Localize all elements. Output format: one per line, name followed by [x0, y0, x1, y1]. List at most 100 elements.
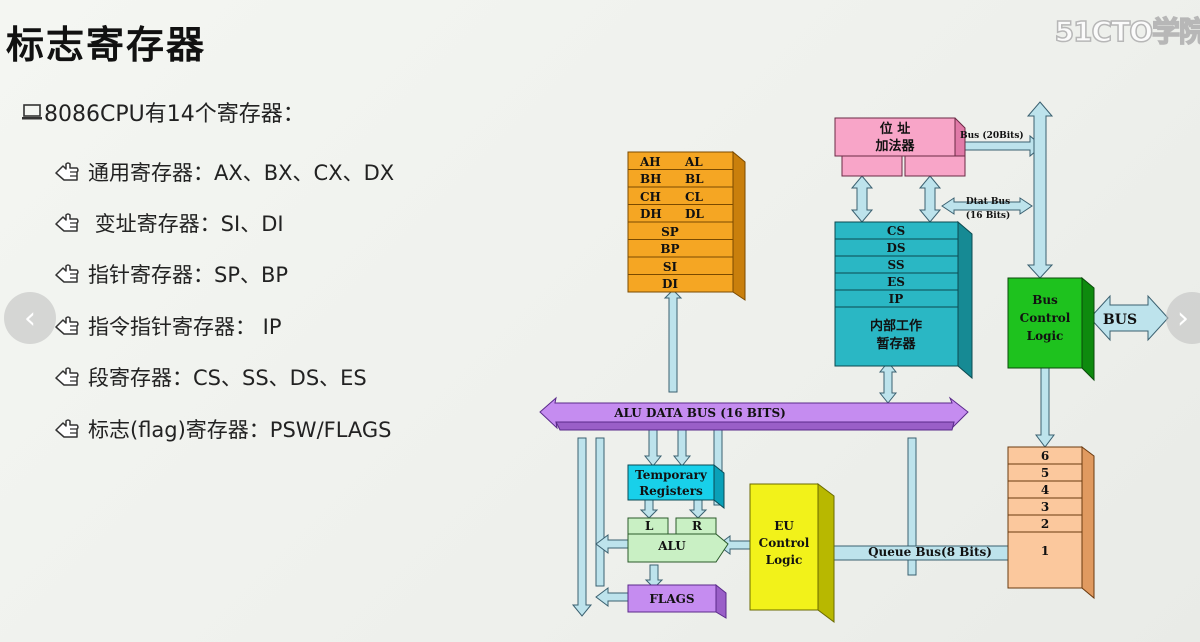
temporary-registers-block: Temporary Registers: [627, 463, 725, 510]
reg-bp: BP: [660, 242, 679, 256]
register-list: 通用寄存器：AX、BX、CX、DX 变址寄存器：SI、DI 指针寄存器：SP、B…: [54, 146, 394, 454]
list-item: 标志(flag)寄存器：PSW/FLAGS: [54, 403, 394, 454]
eu-control-2: Control: [759, 536, 810, 550]
reg-bl: BL: [685, 172, 704, 186]
reg-di: DI: [662, 277, 678, 291]
address-adder-block: 位 址 加法器: [834, 117, 966, 177]
gp-to-bus-arrow: [663, 289, 683, 393]
pointing-hand-icon: [55, 367, 79, 386]
reg-al: AL: [684, 155, 703, 169]
item-text: 指令指针寄存器： IP: [88, 314, 282, 339]
list-item: 指针寄存器：SP、BP: [54, 249, 394, 300]
flags-block: FLAGS: [627, 583, 727, 619]
list-item: 指令指针寄存器： IP: [54, 300, 394, 351]
reg-cs: CS: [887, 224, 905, 238]
internal-temp-1: 内部工作: [870, 318, 922, 334]
left-loop-arrow: [571, 437, 593, 617]
eu-control-1: EU: [774, 519, 794, 533]
reg-dl: DL: [685, 207, 704, 221]
bus-control-1: Bus: [1032, 293, 1058, 307]
adder-label-1: 位 址: [880, 121, 911, 137]
alu-data-bus: ALU DATA BUS (16 BITS): [539, 396, 969, 431]
reg-ds: DS: [886, 241, 905, 255]
control-queue-arrow: [1035, 364, 1055, 448]
flags-label: FLAGS: [649, 592, 694, 606]
alu-flags-arrow: [644, 564, 664, 589]
databus-label-2: (16 Bits): [966, 210, 1010, 221]
reg-es: ES: [887, 275, 905, 289]
instruction-queue-block: 6 5 4 3 2 1: [1007, 446, 1095, 600]
pointing-hand-icon: [55, 418, 79, 438]
chevron-right-icon: ›: [1177, 300, 1189, 336]
next-slide-button[interactable]: ›: [1166, 292, 1200, 344]
databus-label-1: Dtat Bus: [966, 197, 1010, 207]
queue-5: 5: [1041, 466, 1049, 480]
item-text: 段寄存器：CS、SS、DS、ES: [88, 366, 367, 391]
pointing-hand-icon: [55, 213, 79, 232]
list-item: 通用寄存器：AX、BX、CX、DX: [54, 146, 394, 197]
adder-label-2: 加法器: [874, 138, 915, 154]
queue-6: 6: [1041, 449, 1049, 463]
reg-ch: CH: [640, 190, 661, 204]
reg-ss: SS: [887, 258, 904, 272]
watermark-logo: 51CTO学院: [1054, 14, 1200, 49]
queue-3: 3: [1041, 500, 1049, 514]
main-vertical-bus: [1026, 101, 1054, 279]
eu-control-3: Logic: [766, 553, 803, 567]
to-temp-arrow-1: [643, 429, 663, 467]
databus-arrow: [941, 197, 1033, 215]
alu-label: ALU: [657, 539, 686, 553]
heading-text: 8086CPU有14个寄存器：: [44, 102, 305, 127]
internal-temp-2: 暂存器: [876, 336, 916, 352]
seg-bus-arrow: [878, 361, 898, 404]
register-count-heading: 8086CPU有14个寄存器：: [22, 96, 305, 128]
queue-1: 1: [1041, 544, 1049, 558]
reg-bh: BH: [640, 172, 661, 186]
pointing-hand-icon: [55, 264, 79, 284]
item-text: 标志(flag)寄存器：PSW/FLAGS: [88, 417, 392, 442]
reg-sp: SP: [661, 225, 679, 239]
queue-2: 2: [1041, 517, 1049, 531]
queue-4: 4: [1041, 483, 1049, 497]
temp-to-r-arrow: [688, 499, 708, 519]
to-temp-arrow-2: [672, 429, 692, 467]
pointing-hand-icon: [55, 316, 79, 335]
bus-control-2: Control: [1020, 311, 1071, 325]
previous-slide-button[interactable]: ‹: [4, 292, 56, 344]
item-text: 通用寄存器：AX、BX、CX、DX: [88, 160, 395, 185]
alu-bus-label: ALU DATA BUS (16 BITS): [613, 406, 786, 420]
bus-label: BUS: [1103, 312, 1137, 328]
reg-ah: AH: [639, 155, 661, 169]
chevron-left-icon: ‹: [24, 300, 36, 336]
pointing-hand-icon: [55, 161, 79, 181]
general-registers-block: AH AL BH BL CH CL DH DL SP BP SI DI: [627, 150, 746, 301]
eu-control-block: EU Control Logic: [749, 483, 835, 623]
alu-r-label: R: [692, 519, 703, 533]
computer-icon: [22, 104, 42, 120]
temp-to-l-arrow: [639, 499, 659, 519]
reg-cl: CL: [685, 190, 704, 204]
bus-control-block: Bus Control Logic: [1007, 276, 1095, 382]
segment-registers-block: CS DS SS ES IP 内部工作 暂存器: [834, 220, 973, 380]
item-text: 变址寄存器：SI、DI: [88, 212, 284, 237]
list-item: 变址寄存器：SI、DI: [54, 197, 394, 248]
adder-seg-arrow-2: [918, 175, 942, 223]
queue-bus-label: Queue Bus(8 Bits): [868, 545, 992, 559]
alu-l-label: L: [645, 519, 654, 533]
alu-block: L R ALU: [627, 517, 729, 563]
item-text: 指针寄存器：SP、BP: [88, 263, 289, 288]
slide-title: 标志寄存器: [6, 22, 207, 67]
bus-control-3: Logic: [1027, 329, 1064, 343]
temp-regs-2: Registers: [639, 484, 703, 498]
bus20-label: Bus (20Bits): [960, 130, 1024, 141]
reg-si: SI: [663, 260, 678, 274]
reg-dh: DH: [640, 207, 662, 221]
flags-loop-arrow: [595, 587, 631, 607]
temp-regs-1: Temporary: [635, 468, 708, 482]
reg-ip: IP: [889, 292, 904, 306]
list-item: 段寄存器：CS、SS、DS、ES: [54, 352, 394, 403]
adder-seg-arrow-1: [850, 175, 874, 223]
alu-bus-branch: [907, 437, 917, 576]
inner-loop-bar: [595, 437, 605, 587]
